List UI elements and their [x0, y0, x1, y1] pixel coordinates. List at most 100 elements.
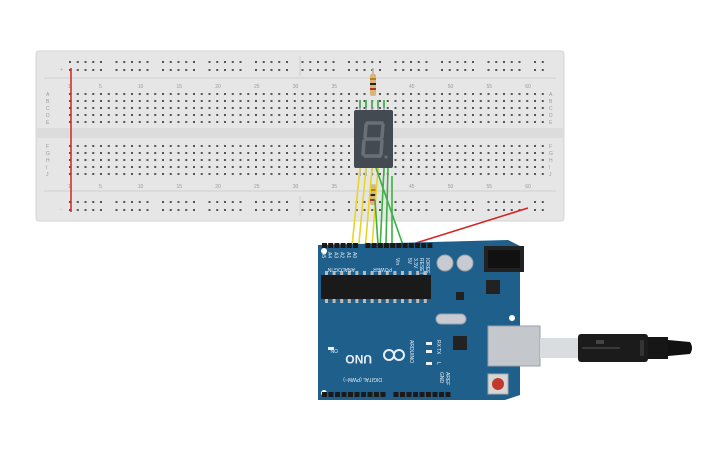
breadboard-hole[interactable]	[534, 100, 536, 102]
breadboard-hole[interactable]	[177, 173, 180, 175]
breadboard-hole[interactable]	[69, 159, 71, 161]
breadboard-hole[interactable]	[255, 166, 257, 168]
breadboard-hole[interactable]	[84, 145, 87, 147]
breadboard-hole[interactable]	[107, 145, 110, 147]
breadboard-hole[interactable]	[216, 145, 219, 147]
breadboard-hole[interactable]	[309, 61, 312, 63]
breadboard-hole[interactable]	[394, 93, 397, 95]
breadboard-hole[interactable]	[402, 107, 405, 109]
breadboard-hole[interactable]	[231, 152, 234, 154]
breadboard-hole[interactable]	[348, 159, 350, 161]
breadboard-hole[interactable]	[324, 159, 327, 161]
breadboard-hole[interactable]	[286, 201, 288, 203]
breadboard-hole[interactable]	[472, 159, 474, 161]
breadboard-hole[interactable]	[417, 159, 420, 161]
header-pin[interactable]	[328, 392, 334, 397]
breadboard-hole[interactable]	[255, 61, 257, 63]
breadboard-hole[interactable]	[200, 100, 203, 102]
breadboard-hole[interactable]	[177, 121, 180, 123]
breadboard-hole[interactable]	[84, 173, 87, 175]
breadboard-hole[interactable]	[100, 107, 102, 109]
breadboard-hole[interactable]	[107, 107, 110, 109]
breadboard-hole[interactable]	[185, 107, 188, 109]
breadboard-hole[interactable]	[76, 69, 79, 71]
breadboard-hole[interactable]	[293, 121, 296, 123]
breadboard-hole[interactable]	[495, 100, 498, 102]
breadboard-hole[interactable]	[216, 201, 219, 203]
breadboard-hole[interactable]	[208, 152, 211, 154]
breadboard-hole[interactable]	[239, 159, 242, 161]
breadboard-hole[interactable]	[309, 166, 312, 168]
breadboard-hole[interactable]	[433, 152, 436, 154]
breadboard-hole[interactable]	[247, 159, 250, 161]
breadboard-hole[interactable]	[448, 114, 451, 116]
breadboard-hole[interactable]	[162, 121, 164, 123]
breadboard-hole[interactable]	[479, 159, 482, 161]
breadboard-hole[interactable]	[278, 173, 281, 175]
breadboard-hole[interactable]	[270, 69, 273, 71]
breadboard-hole[interactable]	[224, 69, 226, 71]
breadboard-hole[interactable]	[177, 93, 180, 95]
breadboard-hole[interactable]	[417, 145, 420, 147]
breadboard-hole[interactable]	[456, 145, 459, 147]
breadboard-hole[interactable]	[464, 100, 467, 102]
breadboard-hole[interactable]	[123, 173, 126, 175]
breadboard-hole[interactable]	[433, 173, 436, 175]
breadboard-hole[interactable]	[363, 61, 366, 63]
breadboard-hole[interactable]	[107, 166, 110, 168]
breadboard-hole[interactable]	[386, 100, 389, 102]
breadboard-hole[interactable]	[464, 114, 467, 116]
breadboard-hole[interactable]	[69, 173, 71, 175]
breadboard-hole[interactable]	[76, 209, 79, 211]
breadboard-hole[interactable]	[464, 145, 467, 147]
breadboard-hole[interactable]	[131, 166, 133, 168]
breadboard-hole[interactable]	[216, 152, 219, 154]
breadboard-hole[interactable]	[216, 61, 219, 63]
breadboard-hole[interactable]	[348, 69, 350, 71]
breadboard-hole[interactable]	[317, 121, 319, 123]
breadboard-hole[interactable]	[441, 69, 443, 71]
breadboard-hole[interactable]	[76, 114, 79, 116]
breadboard-hole[interactable]	[441, 152, 443, 154]
breadboard-hole[interactable]	[332, 93, 335, 95]
breadboard-hole[interactable]	[208, 61, 211, 63]
breadboard-hole[interactable]	[340, 145, 343, 147]
breadboard-hole[interactable]	[340, 166, 343, 168]
breadboard-hole[interactable]	[231, 114, 234, 116]
breadboard-hole[interactable]	[193, 93, 195, 95]
breadboard-hole[interactable]	[402, 61, 405, 63]
breadboard-hole[interactable]	[402, 145, 405, 147]
breadboard-hole[interactable]	[123, 166, 126, 168]
breadboard-hole[interactable]	[162, 69, 164, 71]
breadboard-hole[interactable]	[231, 100, 234, 102]
breadboard-hole[interactable]	[69, 100, 71, 102]
breadboard-hole[interactable]	[456, 152, 459, 154]
breadboard-hole[interactable]	[84, 159, 87, 161]
breadboard-hole[interactable]	[410, 100, 412, 102]
breadboard-hole[interactable]	[317, 166, 319, 168]
breadboard-hole[interactable]	[76, 100, 79, 102]
breadboard-hole[interactable]	[169, 121, 172, 123]
header-pin[interactable]	[432, 392, 438, 397]
breadboard-hole[interactable]	[247, 121, 250, 123]
breadboard-hole[interactable]	[433, 107, 436, 109]
breadboard-hole[interactable]	[239, 166, 242, 168]
breadboard-hole[interactable]	[324, 201, 327, 203]
breadboard-hole[interactable]	[177, 166, 180, 168]
breadboard-hole[interactable]	[526, 114, 529, 116]
breadboard-hole[interactable]	[162, 159, 164, 161]
header-pin[interactable]	[377, 243, 383, 248]
breadboard-hole[interactable]	[115, 201, 118, 203]
breadboard-hole[interactable]	[495, 166, 498, 168]
breadboard-hole[interactable]	[193, 114, 195, 116]
breadboard-hole[interactable]	[262, 152, 265, 154]
breadboard-hole[interactable]	[518, 152, 521, 154]
breadboard-hole[interactable]	[448, 209, 451, 211]
breadboard-hole[interactable]	[402, 166, 405, 168]
breadboard-hole[interactable]	[363, 209, 366, 211]
breadboard-hole[interactable]	[510, 121, 513, 123]
breadboard-hole[interactable]	[332, 166, 335, 168]
breadboard-hole[interactable]	[177, 209, 180, 211]
breadboard-hole[interactable]	[185, 166, 188, 168]
usb-b-port[interactable]	[487, 325, 541, 367]
